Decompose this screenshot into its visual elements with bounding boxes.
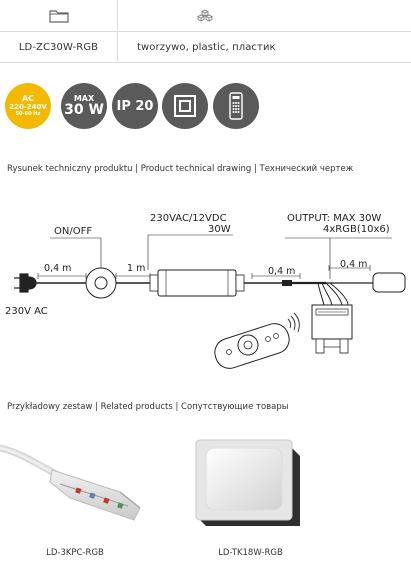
dim-output [328,265,371,271]
ac-frequency: 50-60 Hz [15,111,41,117]
driver-out-cable-length: 0,4 m [268,266,295,277]
feature-badges: AC 220-240V 50-60 Hz MAX 30 W IP 20 [0,83,411,131]
mid-cable-length: 1 m [127,263,145,274]
led-strip-image [0,444,141,521]
dim-driver-out [251,273,301,279]
spec-value-row: LD-ZC30W-RGB tworzywo, plastic, пластик [0,32,411,63]
input-cable-length: 0,4 m [44,263,71,274]
mains-label: 230V AC [5,306,48,317]
switch-leader [50,237,102,268]
switch-label: ON/OFF [54,226,92,237]
double-insulation-badge [162,83,208,129]
wireless-signal-icon [287,312,300,333]
related-product-code-2: LD-TK18W-RGB [218,548,283,558]
spec-table: LD-ZC30W-RGB tworzywo, plastic, пластик [0,0,411,64]
related-section-title: Przykładowy zestaw | Related products | … [7,402,289,412]
dim-input [37,273,87,279]
output-spec-1: OUTPUT: MAX 30W [287,213,381,224]
driver-spec-1: 230VAC/12VDC [150,213,227,224]
receiver-wires [317,282,349,306]
max-power-value: 30 W [64,102,104,118]
related-product-1[interactable]: LD-3KPC-RGB [0,430,180,560]
output-cable-length: 0,4 m [340,259,367,270]
driver-spec-2: 30W [208,224,231,235]
ac-voltage-badge: AC 220-240V 50-60 Hz [5,83,51,129]
driver-unit [149,269,245,297]
product-code: LD-ZC30W-RGB [18,41,99,53]
rgb-receiver [311,304,353,354]
ac-label: AC [21,94,35,103]
technical-drawing: 0,4 m 230V AC ON/OFF 1 m 230VAC/12VDC 30… [5,213,406,369]
double-insulation-icon [174,95,196,117]
spec-icon-row [0,0,411,32]
plug-icon [14,273,37,293]
output-connector [372,272,406,293]
led-panel-image [195,439,300,526]
ip-rating-badge: IP 20 [112,83,158,129]
cubes-icon [196,9,213,22]
driver-leader [147,234,233,270]
remote-control-badge [213,83,259,129]
max-power-badge: MAX 30 W [61,83,107,129]
drawing-section-title: Rysunek techniczny produktu | Product te… [7,164,354,174]
output-leader [285,237,392,279]
related-product-2[interactable]: LD-TK18W-RGB [180,430,411,560]
ac-voltage: 220-240V [9,103,47,111]
folder-icon [48,9,69,23]
related-product-code-1: LD-3KPC-RGB [46,548,104,558]
material-text: tworzywo, plastic, пластик [137,41,276,53]
max-label: MAX [73,94,95,103]
ip-rating: IP 20 [116,98,154,114]
switch-button [94,276,108,290]
remote-control-icon [229,92,243,120]
output-spec-2: 4xRGB(10x6) [323,224,390,235]
remote-control [214,323,290,369]
